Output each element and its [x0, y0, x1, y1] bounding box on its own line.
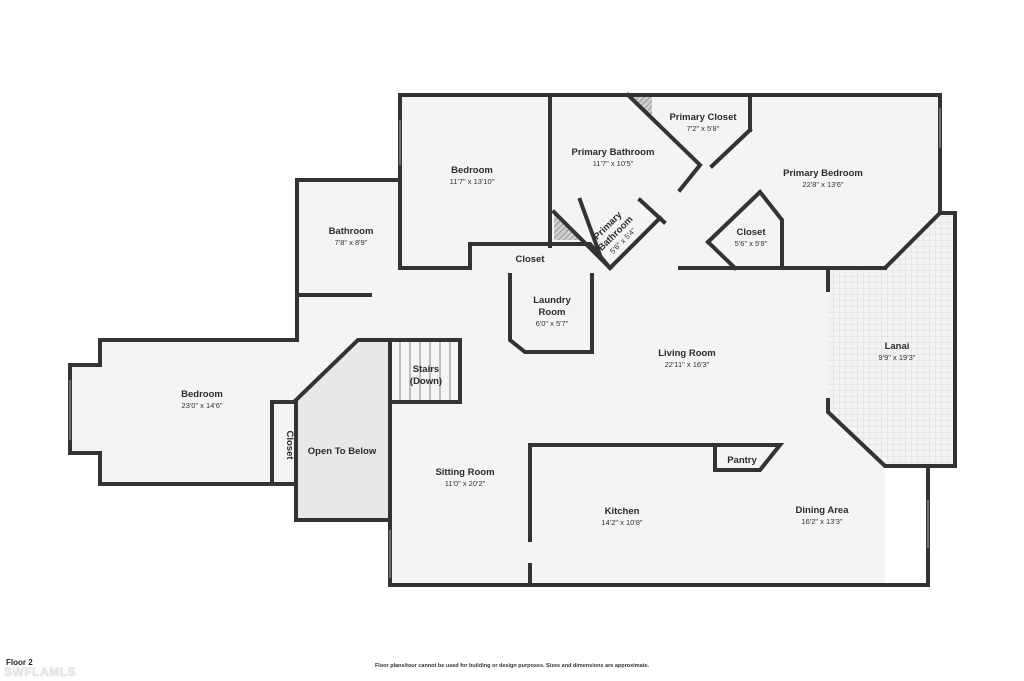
- room-primary-bedroom-name: Primary Bedroom: [783, 168, 863, 179]
- room-bathroom-name: Bathroom: [329, 226, 374, 237]
- room-dining-dims: 16'2" x 13'3": [801, 517, 842, 526]
- room-pantry-name: Pantry: [727, 455, 757, 466]
- floor-label: Floor 2: [6, 658, 33, 667]
- room-bedroom-top-name: Bedroom: [451, 165, 493, 176]
- room-bedroom-left-dims: 23'0" x 14'6": [181, 401, 222, 410]
- room-living-name: Living Room: [658, 348, 716, 359]
- room-dining-name: Dining Area: [796, 505, 850, 516]
- room-lanai-dims: 9'9" x 19'3": [879, 353, 916, 362]
- room-kitchen-name: Kitchen: [605, 506, 640, 517]
- room-stairs-name-2: (Down): [410, 376, 442, 387]
- room-sitting-dims: 11'0" x 20'2": [445, 479, 486, 488]
- room-bathroom-dims: 7'8" x 8'9": [335, 238, 368, 247]
- floor-fill: [70, 95, 955, 585]
- room-primary-closet-name: Primary Closet: [669, 112, 737, 123]
- room-living-dims: 22'11" x 16'3": [665, 360, 710, 369]
- room-closet-mid-name: Closet: [515, 254, 545, 265]
- room-lanai-name: Lanai: [885, 341, 910, 352]
- stair-treads: [399, 342, 451, 400]
- room-stairs-name-1: Stairs: [413, 364, 439, 375]
- room-bedroom-top-dims: 11'7" x 13'10": [450, 177, 495, 186]
- room-open-below-name: Open To Below: [308, 446, 377, 457]
- room-closet-right-dims: 5'6" x 5'8": [735, 239, 768, 248]
- watermark-logo: SWFLAMLS: [4, 665, 76, 679]
- room-primary-bath-dims: 11'7" x 10'5": [593, 159, 634, 168]
- room-kitchen-dims: 14'2" x 10'8": [601, 518, 642, 527]
- room-laundry-dims: 6'0" x 5'7": [536, 319, 569, 328]
- room-primary-closet-dims: 7'2" x 5'8": [687, 124, 720, 133]
- room-laundry-name-1: Laundry: [533, 295, 571, 306]
- room-labels: Bedroom 23'0" x 14'6" Closet Open To Bel…: [181, 112, 916, 527]
- room-primary-bath-name: Primary Bathroom: [572, 147, 655, 158]
- room-closet-left-name: Closet: [284, 430, 295, 460]
- room-closet-right-name: Closet: [736, 227, 766, 238]
- room-primary-bedroom-dims: 22'8" x 13'6": [802, 180, 843, 189]
- disclaimer-text: Floor plans/tour cannot be used for buil…: [374, 663, 650, 669]
- windows: [69, 108, 941, 578]
- room-sitting-name: Sitting Room: [435, 467, 494, 478]
- room-laundry-name-2: Room: [539, 307, 566, 318]
- room-bedroom-left-name: Bedroom: [181, 389, 223, 400]
